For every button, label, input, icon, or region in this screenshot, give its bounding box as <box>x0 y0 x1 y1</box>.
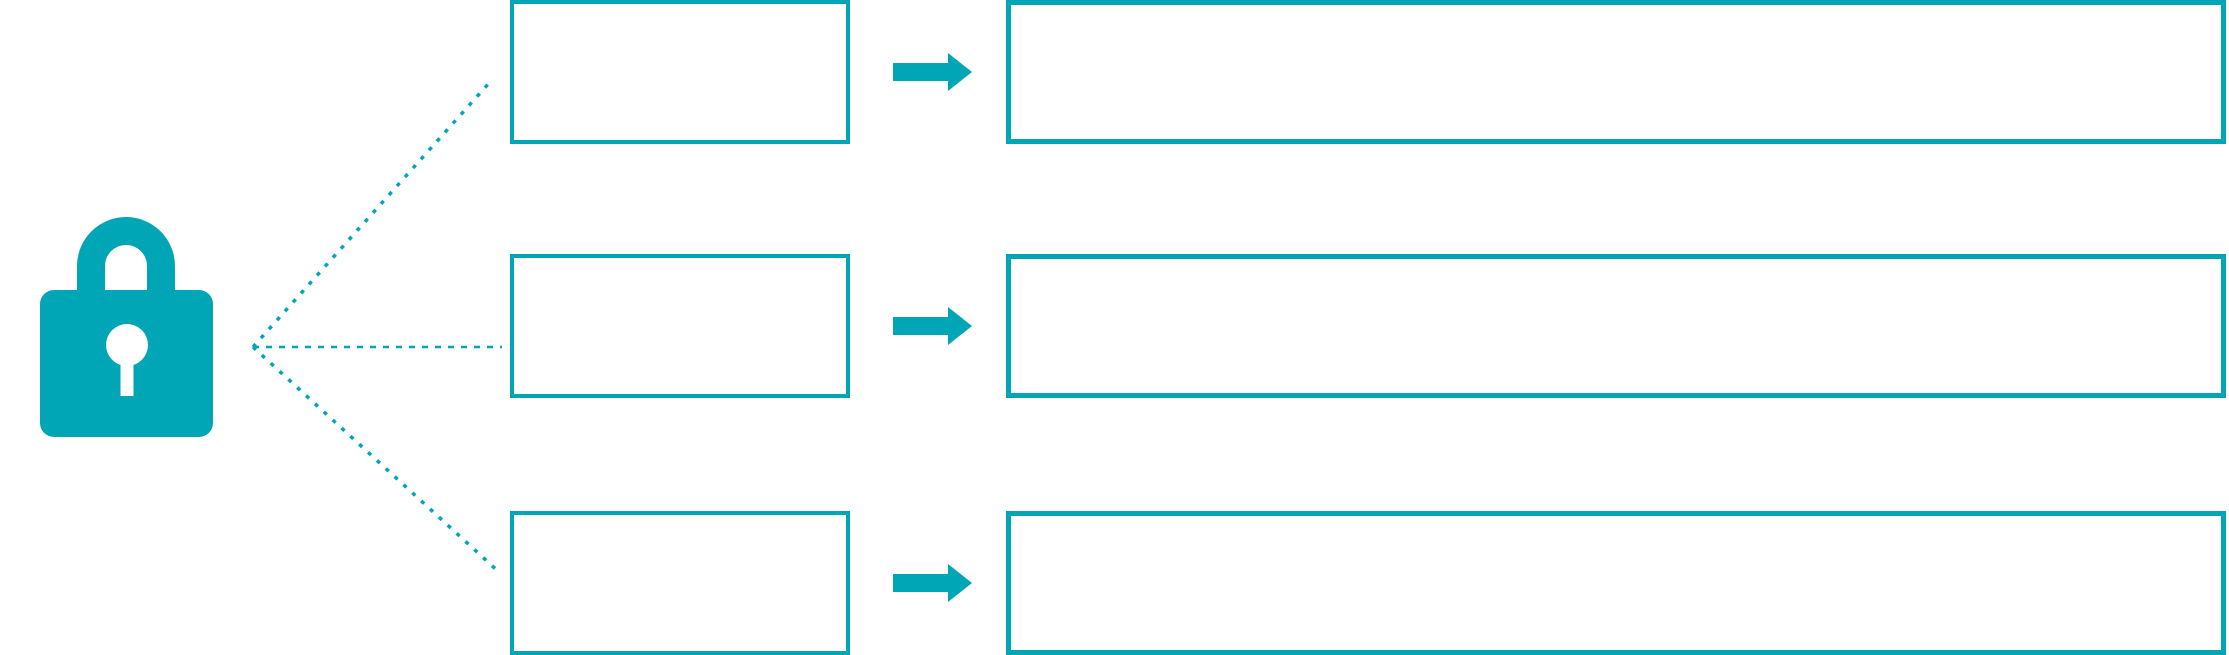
definition-box-2 <box>1006 254 2226 398</box>
definition-box-3 <box>1006 511 2226 655</box>
right-arrow-shape <box>893 53 972 91</box>
right-arrow-icon <box>893 53 972 91</box>
right-arrow-shape <box>893 307 972 345</box>
dotted-connector-top <box>251 80 492 349</box>
right-arrow-shape <box>893 564 972 602</box>
term-box-1 <box>510 0 850 144</box>
dotted-connector-bottom <box>251 345 502 575</box>
lock-icon <box>40 217 213 437</box>
right-arrow-icon <box>893 307 972 345</box>
term-box-2 <box>510 254 850 398</box>
term-box-3 <box>510 511 850 655</box>
definition-box-1 <box>1006 0 2226 144</box>
right-arrow-icon <box>893 564 972 602</box>
lock-shackle <box>77 217 175 297</box>
keyhole-stem <box>120 345 134 396</box>
